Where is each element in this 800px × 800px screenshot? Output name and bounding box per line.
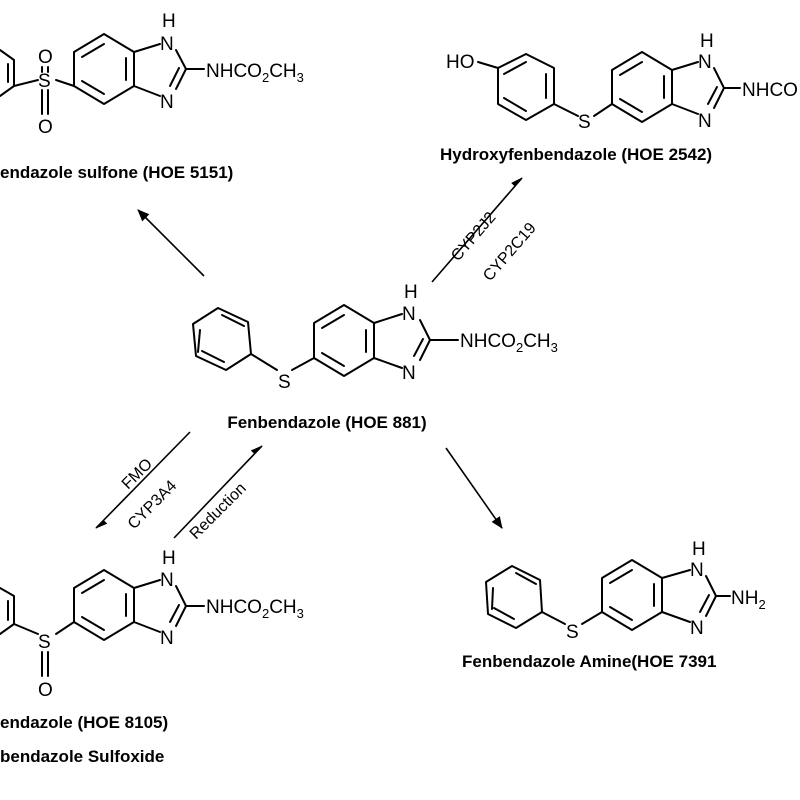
svg-text:N: N	[160, 92, 174, 113]
sulfur-label: S	[38, 71, 51, 92]
compound-name: Hydroxyfenbendazole (HOE 2542)	[440, 145, 712, 164]
compound-name: endazole sulfone (HOE 5151)	[0, 163, 233, 182]
compound-sulfoxide: S O N H N NHCO2CH3 endazole (HOE 8105) b…	[0, 548, 304, 766]
enzyme-cyp2j2: CYP2J2	[448, 209, 499, 265]
phenyl-ring	[192, 307, 252, 371]
nh-n-label: N	[402, 304, 416, 325]
phenyl-ring-partial	[0, 49, 15, 97]
svg-text:H: H	[162, 548, 176, 569]
compound-hydroxyfenbendazole: HO S N H N NHCO Hydroxyfenbendazole (HOE…	[440, 31, 798, 164]
svg-text:N: N	[698, 52, 712, 73]
label-reduction: Reduction	[187, 480, 250, 543]
arrow-to-amine	[445, 447, 503, 529]
carbamate-substituent: NHCO2CH3	[206, 597, 304, 621]
oxygen-bottom-label: O	[38, 117, 53, 138]
compound-name-line2: bendazole Sulfoxide	[0, 747, 164, 766]
arrow-reduction	[173, 445, 263, 539]
nh-h-label: H	[404, 282, 418, 303]
sulfur-label: S	[578, 112, 591, 133]
amine-substituent: NH2	[731, 588, 766, 612]
arrow-to-sulfoxide	[95, 431, 191, 529]
ring-n-label: N	[402, 363, 416, 384]
svg-text:H: H	[692, 539, 706, 560]
phenol-ring	[497, 53, 555, 121]
svg-text:H: H	[700, 31, 714, 52]
svg-text:N: N	[690, 560, 704, 581]
compound-fenbendazole-amine: S N H N NH2 Fenbendazole Amine(HOE 7391	[462, 539, 766, 671]
benzimidazole-ring	[313, 304, 431, 377]
carbamate-substituent: NHCO	[742, 80, 798, 101]
sulfur-label: S	[566, 622, 579, 643]
carbamate-substituent: NHCO2CH3	[206, 61, 304, 85]
compound-sulfone: S O O N H N NHCO2CH3 endazole sulfone (H…	[0, 11, 304, 182]
svg-text:N: N	[698, 111, 712, 132]
hydroxyl-label: HO	[446, 52, 475, 73]
phenyl-ring	[485, 565, 543, 629]
svg-text:H: H	[162, 11, 176, 32]
arrow-to-hydroxy	[431, 177, 523, 283]
compound-fenbendazole: S N H N NHCO2CH3 Fenbendazole (HOE 881)	[192, 282, 558, 432]
benzimidazole-ring	[73, 33, 187, 105]
benzimidazole-ring	[611, 51, 725, 123]
phenyl-ring-partial	[0, 587, 15, 635]
benzimidazole-ring	[601, 559, 717, 631]
arrow-to-sulfone	[137, 209, 205, 277]
svg-text:N: N	[690, 618, 704, 639]
oxygen-label: O	[38, 680, 53, 701]
svg-text:N: N	[160, 34, 174, 55]
oxygen-top-label: O	[38, 47, 53, 68]
svg-text:N: N	[160, 628, 174, 649]
compound-name-line1: endazole (HOE 8105)	[0, 713, 168, 732]
enzyme-fmo: FMO	[119, 456, 156, 493]
sulfur-label: S	[278, 372, 291, 393]
svg-text:N: N	[160, 570, 174, 591]
carbamate-substituent: NHCO2CH3	[460, 331, 558, 355]
benzimidazole-ring	[73, 569, 187, 641]
compound-name: Fenbendazole Amine(HOE 7391	[462, 652, 716, 671]
compound-name: Fenbendazole (HOE 881)	[227, 413, 426, 432]
sulfur-label: S	[38, 632, 51, 653]
